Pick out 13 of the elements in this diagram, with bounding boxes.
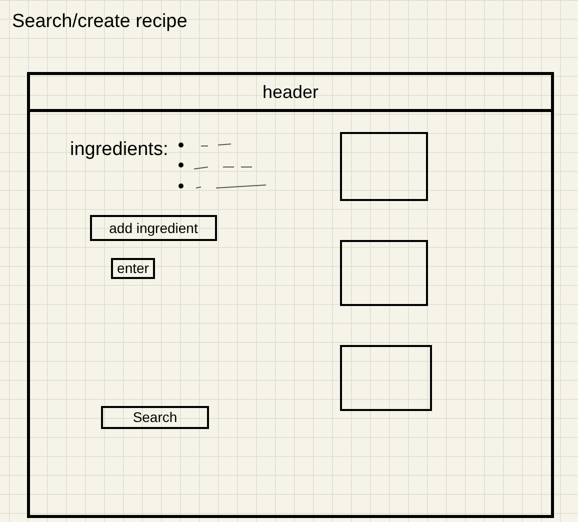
input-box (90, 215, 217, 241)
button-label: enter (117, 259, 149, 278)
placeholder-box (340, 132, 428, 201)
header-text: header (262, 80, 319, 104)
page-frame (27, 72, 554, 518)
field-label: ingredients: (70, 138, 168, 162)
button-label: Search (132, 408, 178, 427)
placeholder-box (340, 345, 432, 411)
page-title: Search/create recipe (12, 10, 188, 34)
placeholder-box (340, 240, 428, 306)
input-box (111, 258, 155, 279)
input-box (101, 406, 209, 429)
button-label: add ingredient (109, 218, 198, 238)
